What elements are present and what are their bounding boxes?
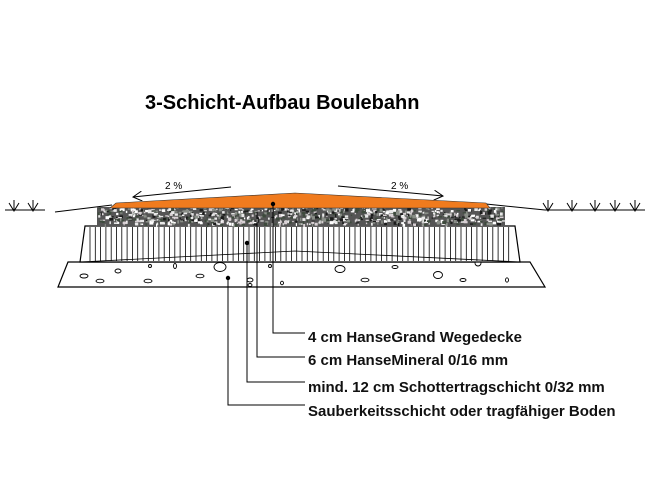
grass-symbols	[8, 200, 641, 212]
grass-symbol-icon	[8, 200, 20, 212]
label-top-layer: 4 cm HanseGrand Wegedecke	[308, 329, 522, 346]
slope-label-right: 2 %	[391, 181, 408, 192]
stone-icon	[173, 263, 177, 269]
leader-lines	[227, 204, 305, 406]
hatch-pattern	[79, 227, 521, 263]
stone-icon	[114, 268, 122, 274]
slope-arrow-right	[337, 185, 443, 196]
stone-icon	[459, 278, 467, 282]
grass-symbol-icon	[566, 200, 578, 212]
stone-pattern	[79, 259, 509, 287]
stone-icon	[268, 264, 272, 268]
layer-top-surface	[109, 192, 491, 209]
stone-icon	[505, 277, 509, 283]
stone-icon	[334, 265, 346, 273]
grain-pattern	[97, 207, 506, 228]
grass-symbol-icon	[542, 200, 554, 212]
stone-icon	[79, 273, 89, 279]
grass-symbol-icon	[609, 200, 621, 212]
stone-icon	[360, 277, 370, 283]
stone-icon	[391, 265, 399, 269]
stone-icon	[148, 264, 152, 268]
label-mineral-layer: 6 cm HanseMineral 0/16 mm	[308, 352, 509, 369]
stone-icon	[280, 280, 284, 286]
stone-icon	[247, 283, 253, 287]
stone-icon	[143, 278, 153, 284]
stone-icon	[246, 277, 254, 283]
slope-label-left: 2 %	[165, 181, 182, 192]
label-subgrade-layer: Sauberkeitsschicht oder tragfähiger Bode…	[308, 403, 616, 420]
diagram-title: 3-Schicht-Aufbau Boulebahn	[145, 92, 420, 114]
grass-symbol-icon	[589, 200, 601, 212]
layer-gravel-base	[79, 225, 521, 263]
stone-icon	[213, 262, 227, 272]
layer-subgrade	[57, 261, 547, 288]
stone-icon	[95, 278, 105, 284]
label-gravel-layer: mind. 12 cm Schottertragschicht 0/32 mm	[308, 379, 605, 396]
ground-slope-left	[54, 204, 113, 213]
stone-icon	[195, 273, 205, 279]
stone-icon	[433, 271, 443, 279]
grass-symbol-icon	[629, 200, 641, 212]
ground-slope-right	[485, 203, 546, 211]
grass-symbol-icon	[27, 200, 39, 212]
slope-arrow-left	[133, 186, 232, 197]
